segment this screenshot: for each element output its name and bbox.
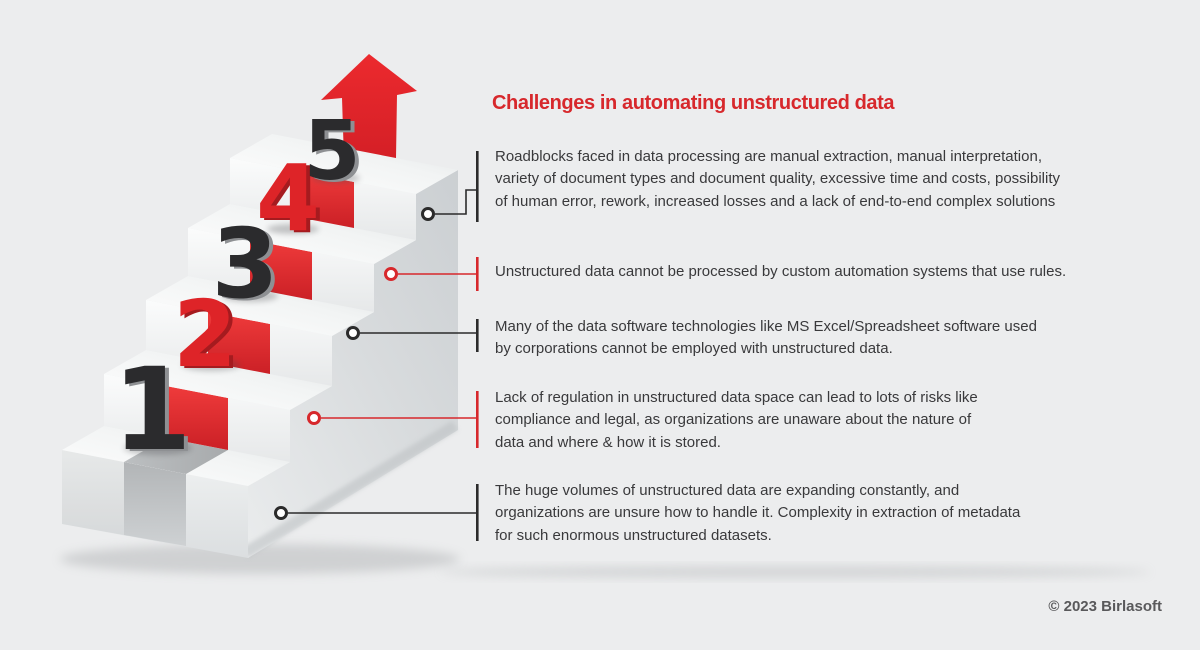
dot-icon-2: [384, 267, 398, 281]
number-shadows: [124, 173, 360, 455]
connector-line-1: [435, 189, 476, 215]
step-number-2: 2: [173, 281, 237, 388]
connectors: [288, 189, 476, 514]
step-number-4-shadow: 4: [260, 147, 324, 254]
step-3-red-face: [208, 312, 270, 374]
step-number-4: 4: [256, 145, 320, 252]
step-number-2-shadow: 2: [177, 283, 241, 390]
copyright-notice: © 2023 Birlasoft: [1048, 598, 1162, 615]
step-2-tread: [104, 350, 332, 410]
step-4-tread: [188, 204, 416, 264]
connector-dots: [274, 207, 435, 520]
step-1-gray-strip: [124, 438, 228, 474]
step-numbers: 1 1 2 2 3 3 4 4 5 5: [112, 104, 364, 478]
challenge-text-3: Many of the data software technologies l…: [495, 318, 1037, 358]
step-5-red-face: [292, 170, 354, 228]
step-number-3: 3: [212, 208, 279, 320]
step-1-block: [62, 426, 290, 558]
base-front-gray-lane: [124, 462, 186, 546]
step-number-1-shadow: 1: [116, 345, 195, 478]
step-number-1: 1: [112, 343, 191, 476]
step-5-block: [230, 134, 458, 240]
step-4-block: [188, 204, 416, 312]
step-4-red-face: [250, 240, 312, 300]
up-arrow-icon: [321, 54, 417, 160]
step-number-5: 5: [303, 104, 360, 199]
step-2-red-face: [166, 386, 228, 450]
step-5-tread: [230, 134, 458, 194]
base-front-left-shade: [62, 450, 124, 535]
step-number-5-shadow: 5: [307, 106, 364, 201]
challenge-text-4: Lack of regulation in unstructured data …: [495, 389, 978, 451]
challenge-text-5: The huge volumes of unstructured data ar…: [495, 482, 1021, 544]
page-title: Challenges in automating unstructured da…: [492, 92, 895, 114]
wall-bottom-edge-shade: [242, 421, 458, 558]
step-number-3-shadow: 3: [216, 210, 283, 322]
step-2-block: [104, 350, 332, 462]
challenge-text-2: Unstructured data cannot be processed by…: [495, 263, 1067, 280]
challenge-text-1: Roadblocks faced in data processing are …: [495, 148, 1060, 210]
dot-icon-4: [307, 411, 321, 425]
dot-icon-3: [346, 326, 360, 340]
ground-shadows: [60, 544, 1150, 578]
dot-icon-1: [421, 207, 435, 221]
dot-icon-5: [274, 506, 288, 520]
step-3-tread: [146, 276, 374, 336]
step-3-block: [146, 276, 374, 386]
